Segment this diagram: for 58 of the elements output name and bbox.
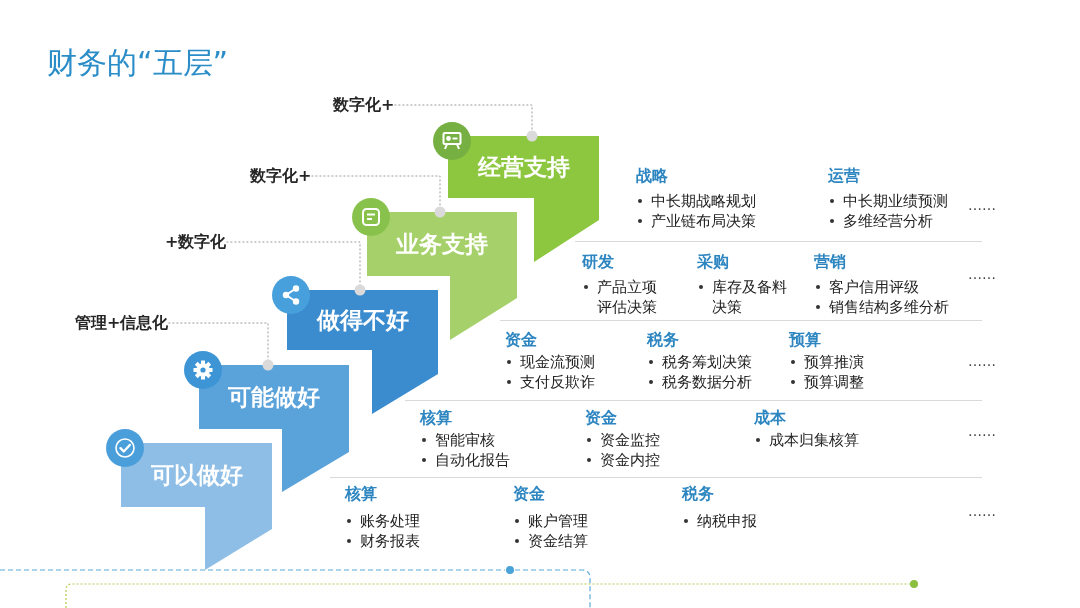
list-item: 预算调整 bbox=[789, 372, 864, 392]
category-heading: 采购 bbox=[697, 252, 730, 272]
step-title: 可能做好 bbox=[228, 383, 320, 411]
list-item: 产品立项评估决策 bbox=[582, 277, 659, 317]
list-item: 中长期战略规划 bbox=[636, 191, 756, 211]
list-item: 预算推演 bbox=[789, 352, 864, 372]
list-item: 账务处理 bbox=[345, 511, 420, 531]
category-heading: 资金 bbox=[585, 408, 618, 428]
level-label: 管理+信息化 bbox=[75, 313, 169, 333]
level-label: 数字化+ bbox=[333, 95, 395, 115]
leader-line bbox=[310, 175, 446, 218]
more-ellipsis: …… bbox=[968, 196, 996, 215]
step-banner bbox=[121, 443, 272, 570]
leader-line bbox=[393, 104, 538, 142]
step-title: 经营支持 bbox=[477, 153, 570, 181]
category-heading: 运营 bbox=[828, 166, 861, 186]
list-item: 客户信用评级 bbox=[814, 277, 949, 297]
list-item: 销售结构多维分析 bbox=[814, 297, 949, 317]
list-item: 税务筹划决策 bbox=[647, 352, 752, 372]
leader-line bbox=[167, 322, 274, 371]
more-ellipsis: …… bbox=[968, 352, 996, 371]
category-heading: 研发 bbox=[582, 252, 615, 272]
list-item: 现金流预测 bbox=[505, 352, 595, 372]
step-title: 可以做好 bbox=[150, 461, 243, 489]
list-item: 成本归集核算 bbox=[754, 430, 859, 450]
category-heading: 资金 bbox=[505, 330, 538, 350]
leader-line bbox=[225, 241, 366, 296]
list-item: 资金结算 bbox=[513, 531, 588, 551]
step-title: 业务支持 bbox=[396, 230, 488, 258]
list-item: 纳税申报 bbox=[682, 511, 757, 531]
list-item: 支付反欺诈 bbox=[505, 372, 595, 392]
category-heading: 战略 bbox=[636, 166, 669, 186]
category-heading: 税务 bbox=[647, 330, 680, 350]
list-item: 中长期业绩预测 bbox=[828, 191, 948, 211]
category-heading: 营销 bbox=[814, 252, 847, 272]
level-label: +数字化 bbox=[165, 232, 227, 252]
list-item: 资金监控 bbox=[585, 430, 660, 450]
category-heading: 资金 bbox=[513, 484, 546, 504]
category-heading: 核算 bbox=[345, 484, 378, 504]
list-item: 智能审核 bbox=[420, 430, 510, 450]
page-title: 财务的“五层” bbox=[47, 44, 229, 82]
list-item: 多维经营分析 bbox=[828, 211, 948, 231]
more-ellipsis: …… bbox=[968, 502, 996, 521]
list-item: 账户管理 bbox=[513, 511, 588, 531]
list-item: 税务数据分析 bbox=[647, 372, 752, 392]
category-heading: 成本 bbox=[754, 408, 787, 428]
list-item: 自动化报告 bbox=[420, 450, 510, 470]
category-heading: 税务 bbox=[682, 484, 715, 504]
list-item: 库存及备料决策 bbox=[697, 277, 789, 317]
more-ellipsis: …… bbox=[968, 422, 996, 441]
list-item: 财务报表 bbox=[345, 531, 420, 551]
step-title: 做得不好 bbox=[316, 306, 409, 334]
category-heading: 核算 bbox=[420, 408, 453, 428]
list-item: 资金内控 bbox=[585, 450, 660, 470]
level-label: 数字化+ bbox=[250, 166, 312, 186]
list-item: 产业链布局决策 bbox=[636, 211, 756, 231]
category-heading: 预算 bbox=[789, 330, 822, 350]
more-ellipsis: …… bbox=[968, 265, 996, 284]
